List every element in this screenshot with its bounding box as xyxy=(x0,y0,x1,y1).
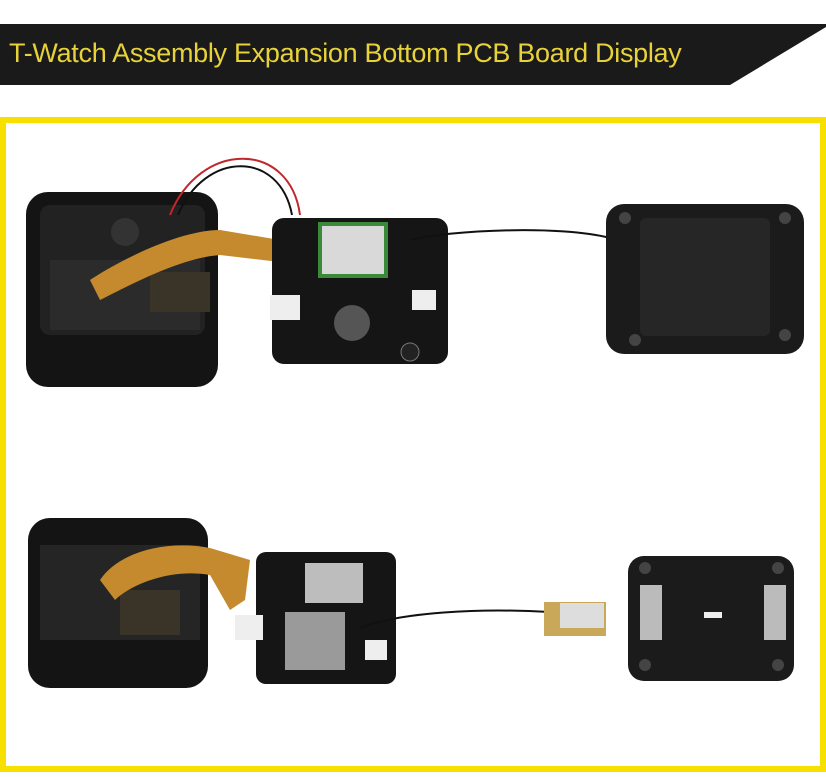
page-title: T-Watch Assembly Expansion Bottom PCB Bo… xyxy=(9,38,682,68)
sim-expansion-board xyxy=(270,218,448,364)
bottom-cover-top xyxy=(606,204,804,354)
flex-cable-top xyxy=(90,230,280,300)
antenna-wire-top xyxy=(409,229,671,246)
gps-expansion-board xyxy=(235,552,396,684)
flex-cable-bottom xyxy=(100,545,250,610)
red-wires-top xyxy=(169,157,301,216)
banner-background xyxy=(0,24,826,85)
gps-antenna xyxy=(359,602,606,636)
bottom-cover-magnets xyxy=(628,556,794,681)
header-banner: T-Watch Assembly Expansion Bottom PCB Bo… xyxy=(0,24,826,85)
watch-case-top xyxy=(26,192,218,387)
watch-case-bottom xyxy=(28,518,208,688)
